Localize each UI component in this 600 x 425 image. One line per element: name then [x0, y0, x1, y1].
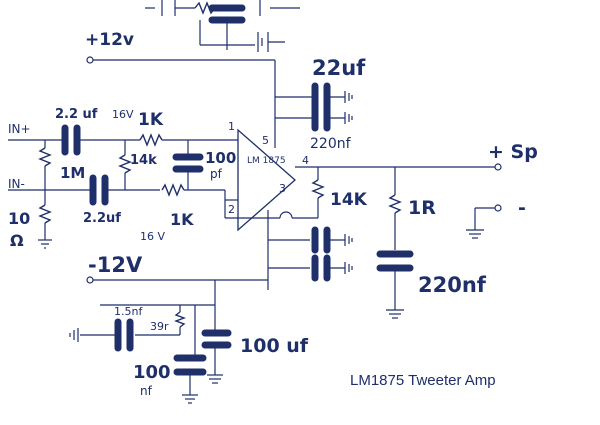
- label-speaker-minus: -: [518, 197, 526, 219]
- label-14k-in: 14k: [130, 153, 157, 168]
- cap-220nf-top: [275, 104, 353, 132]
- diagram-title: LM1875 Tweeter Amp: [350, 372, 496, 389]
- top-supply-network: [86, 0, 300, 145]
- pin-1: 1: [228, 120, 235, 133]
- label-minus12v: -12V: [88, 253, 143, 277]
- label-2-2uf-top: 2.2 uf: [55, 107, 98, 122]
- label-16v-top: 16V: [112, 108, 134, 121]
- label-16v-bot: 16 V: [140, 230, 165, 243]
- label-39r: 39r: [150, 320, 169, 333]
- ic-label-lm: LM 1875: [247, 156, 286, 166]
- label-100pf: 100: [205, 149, 236, 167]
- label-in-plus: IN+: [8, 122, 31, 136]
- label-100uf: 100 uf: [240, 335, 309, 357]
- label-plus12v: +12v: [85, 30, 134, 50]
- label-in-minus: IN-: [8, 177, 25, 191]
- input-network: [8, 124, 238, 249]
- label-speaker-plus: + Sp: [488, 141, 538, 163]
- pin-5: 5: [262, 134, 269, 147]
- label-2-2uf-bot: 2.2uf: [83, 211, 121, 226]
- label-1k-top: 1K: [138, 110, 164, 130]
- label-22uf: 22uf: [312, 56, 366, 80]
- label-220nf-out: 220nf: [418, 273, 487, 297]
- label-100nf: 100: [133, 362, 171, 383]
- cap-22uf: [275, 82, 353, 112]
- label-220nf-top: 220nf: [310, 136, 352, 152]
- lm1875-ic: [237, 128, 296, 250]
- label-1-5nf: 1.5nf: [114, 305, 143, 318]
- label-1m: 1M: [60, 164, 85, 182]
- pin-3: 3: [279, 182, 286, 195]
- label-pf-unit: pf: [210, 167, 223, 181]
- negative-supply-network: [69, 226, 353, 404]
- label-1r: 1R: [408, 197, 436, 219]
- pin-4: 4: [302, 154, 309, 167]
- label-1k-bot: 1K: [170, 210, 194, 229]
- output-network: [224, 163, 502, 319]
- label-10: 10: [8, 209, 30, 228]
- label-14k-fb: 14K: [330, 190, 368, 210]
- pin-2: 2: [228, 203, 235, 216]
- label-ohm: Ω: [10, 231, 24, 250]
- label-nf-unit: nf: [140, 384, 153, 398]
